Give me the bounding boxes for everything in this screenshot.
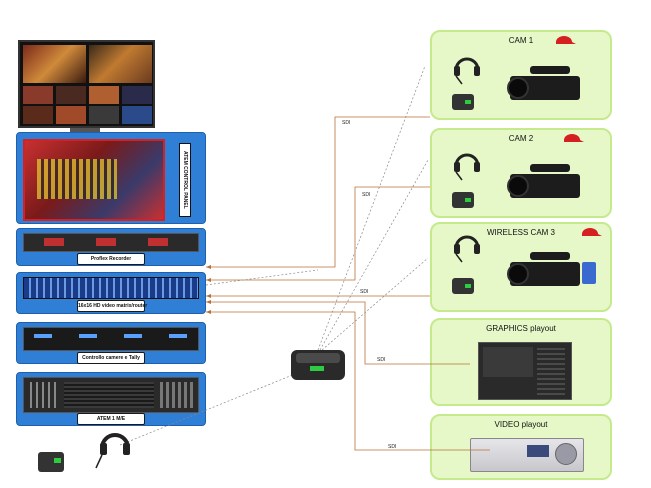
arrowhead	[206, 278, 211, 282]
tally-led	[169, 334, 187, 338]
tally-led	[34, 334, 52, 338]
video-deck-jog-wheel	[555, 443, 577, 465]
headset-icon	[100, 433, 130, 449]
recorder-display	[148, 238, 168, 246]
arrowhead	[206, 310, 211, 314]
sdi-label-video: SDI	[388, 444, 396, 450]
video-deck	[470, 438, 584, 472]
recorder-device	[23, 233, 199, 252]
switcher-faders	[30, 382, 60, 408]
multiview-preview-tile	[89, 45, 152, 83]
multiview-small-tile	[122, 86, 152, 104]
tally-link-cam3	[321, 257, 429, 351]
video-title: VIDEO playout	[494, 420, 548, 429]
recorder-display	[44, 238, 64, 246]
sdi-line-cam2	[206, 186, 430, 281]
router-label: 16x16 HD video matrix/router	[77, 300, 147, 312]
atem-switcher-device	[23, 377, 199, 413]
sdi-label-cam3: SDI	[360, 289, 368, 295]
multiview-small-tile	[56, 86, 86, 104]
video-router-rack: 16x16 HD video matrix/router	[16, 272, 206, 314]
wireless-base-station	[291, 350, 345, 380]
switcher-grille	[64, 382, 154, 408]
video-deck-display	[527, 445, 549, 457]
monitor-stand	[70, 128, 100, 132]
graphics-title: GRAPHICS playout	[486, 324, 556, 333]
graphics-preview-pane	[483, 347, 533, 377]
multiview-small-tile	[56, 106, 86, 124]
graphics-software-screenshot	[478, 342, 572, 400]
switcher-ports	[160, 382, 194, 408]
tally-link-cam1	[317, 65, 426, 351]
arrowhead	[206, 300, 211, 304]
arrowhead	[206, 265, 211, 269]
control-panel-buttons	[37, 159, 117, 199]
headset-cup	[123, 443, 130, 455]
headset-cup	[100, 443, 107, 455]
sdi-line-cam1	[206, 116, 430, 268]
cam2-title: CAM 2	[508, 134, 534, 143]
cam3-title: WIRELESS CAM 3	[486, 228, 555, 237]
router-device	[23, 277, 199, 299]
atem-switcher-rack: ATEM 1 M/E	[16, 372, 206, 426]
sdi-label-cam1: SDI	[342, 120, 350, 126]
cam1-box: CAM 1	[430, 30, 612, 120]
tally-label: Controllo camere e Tally	[77, 352, 145, 364]
bodypack-icon	[38, 452, 64, 472]
tally-led	[124, 334, 142, 338]
multiview-small-tile	[23, 106, 53, 124]
operator-intercom	[38, 433, 130, 472]
proflex-recorder-rack: Proflex Recorder	[16, 228, 206, 266]
tally-device	[23, 327, 199, 351]
tally-link-cam2	[319, 159, 429, 351]
video-box: VIDEO playout	[430, 414, 612, 480]
multiview-small-tile	[89, 86, 119, 104]
tally-control-rack: Controllo camere e Tally	[16, 322, 206, 364]
recorder-label: Proflex Recorder	[77, 253, 145, 265]
recorder-display	[96, 238, 116, 246]
graphics-box: GRAPHICS playout	[430, 318, 612, 406]
switcher-label: ATEM 1 M/E	[77, 413, 145, 425]
headset-mic	[95, 454, 103, 469]
atem-control-panel-image	[23, 139, 165, 221]
router-to-wireless-link	[205, 269, 319, 286]
bodypack-led	[54, 458, 61, 463]
multiview-small-tile	[122, 106, 152, 124]
sdi-label-graphics: SDI	[377, 357, 385, 363]
multiview-small-tile	[89, 106, 119, 124]
control-panel-vertical-label: ATEM CONTROL PANEL	[179, 143, 191, 217]
atem-control-panel-rack: ATEM CONTROL PANEL	[16, 132, 206, 224]
sdi-label-cam2: SDI	[362, 192, 370, 198]
cam2-box: CAM 2	[430, 128, 612, 218]
arrowhead	[206, 294, 211, 298]
tally-led	[79, 334, 97, 338]
graphics-list-pane	[537, 347, 565, 395]
cam1-title: CAM 1	[508, 36, 534, 45]
multiview-small-tile	[23, 86, 53, 104]
multiview-program-tile	[23, 45, 86, 83]
cam3-box: WIRELESS CAM 3	[430, 222, 612, 312]
multiview-monitor	[18, 40, 155, 128]
